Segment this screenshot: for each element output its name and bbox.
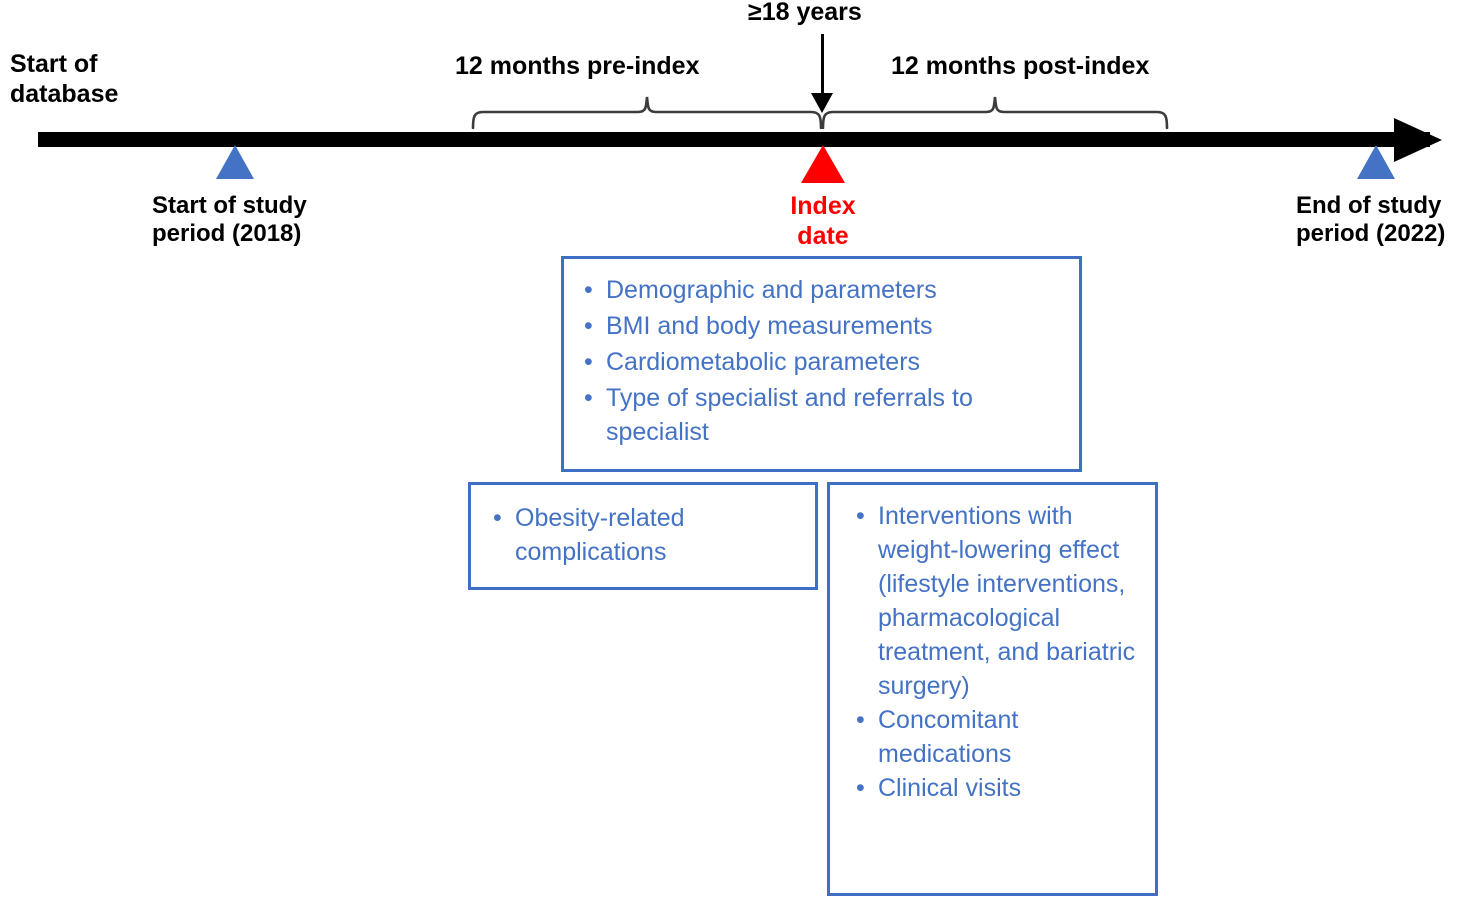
start-of-database-label: Start of database [10, 50, 119, 108]
pre-index-bracket [470, 95, 824, 129]
list-item: Type of specialist and referrals to spec… [584, 381, 1065, 449]
end-of-study-marker-icon [1357, 145, 1395, 179]
age-criterion-arrow-icon [811, 93, 833, 113]
index-date-label: Index date [790, 192, 856, 250]
pre-index-period-label: 12 months pre-index [455, 52, 700, 80]
pre-index-outcomes-box: Obesity-related complications [468, 482, 818, 590]
pre-index-outcomes-list: Obesity-related complications [493, 501, 805, 569]
post-index-bracket [820, 95, 1170, 129]
start-of-study-marker-icon [216, 145, 254, 179]
age-criterion-label: ≥18 years [748, 0, 862, 26]
list-item: Obesity-related complications [493, 501, 805, 569]
timeline-arrowhead-icon [1394, 118, 1442, 162]
timeline-bar [38, 132, 1430, 147]
post-index-outcomes-list: Interventions with weight-lowering effec… [856, 499, 1145, 805]
list-item: Cardiometabolic parameters [584, 345, 1065, 379]
baseline-characteristics-list: Demographic and parameters BMI and body … [584, 273, 1065, 449]
post-index-outcomes-box: Interventions with weight-lowering effec… [827, 482, 1158, 896]
list-item: Demographic and parameters [584, 273, 1065, 307]
index-date-marker-icon [801, 145, 845, 183]
post-index-period-label: 12 months post-index [891, 52, 1150, 80]
baseline-characteristics-box: Demographic and parameters BMI and body … [561, 256, 1082, 472]
list-item: BMI and body measurements [584, 309, 1065, 343]
start-of-study-period-label: Start of study period (2018) [152, 192, 307, 248]
list-item: Concomitant medications [856, 703, 1145, 771]
list-item: Clinical visits [856, 771, 1145, 805]
end-of-study-period-label: End of study period (2022) [1296, 192, 1446, 248]
age-criterion-arrow-line [821, 34, 824, 97]
list-item: Interventions with weight-lowering effec… [856, 499, 1145, 703]
